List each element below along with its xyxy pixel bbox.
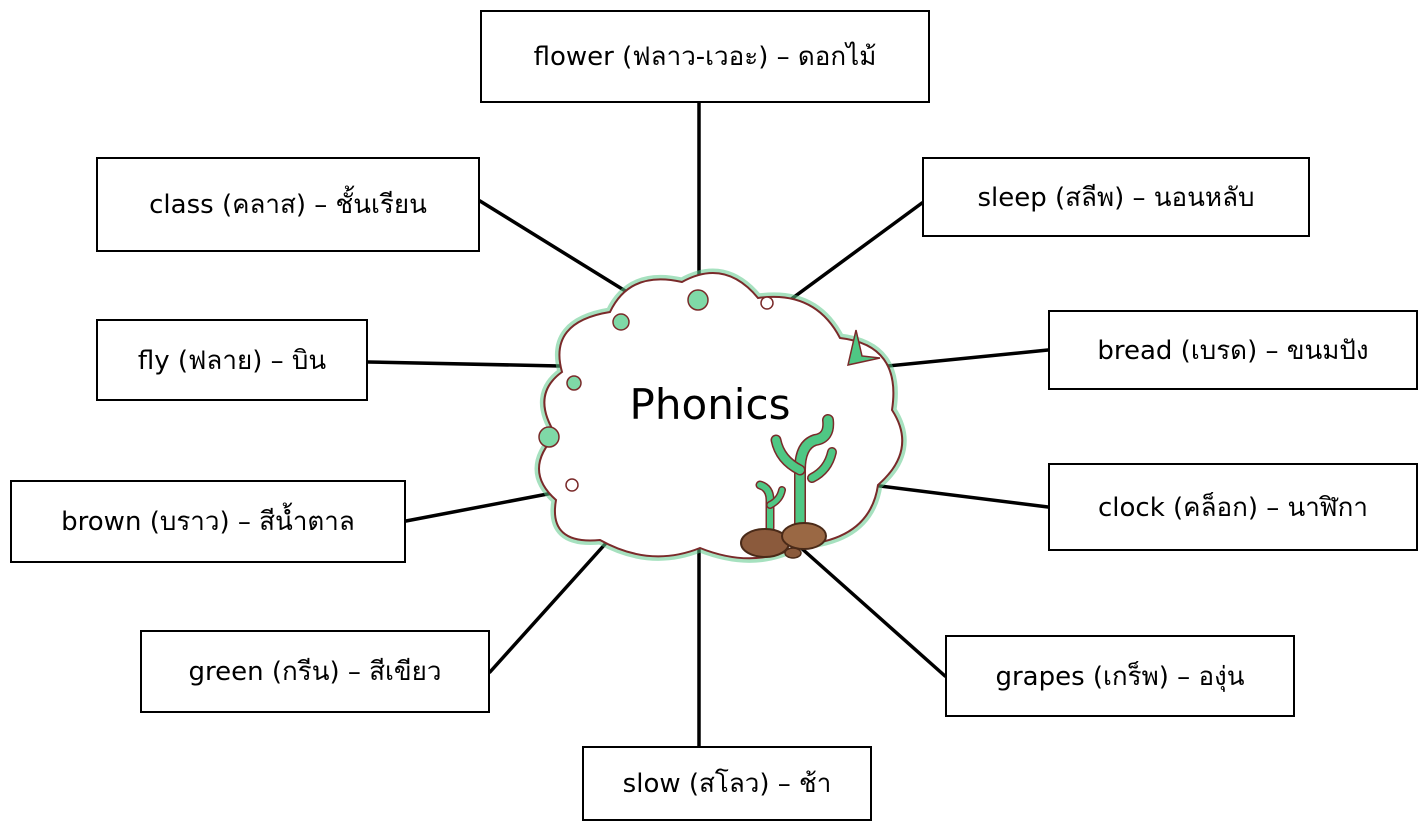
rock [784,547,802,559]
rock [781,522,827,550]
bubble [687,289,709,311]
connector-grapes [798,545,947,678]
vocab-box-fly: fly (ฟลาย) – บิน [96,319,368,401]
vocab-box-brown: brown (บราว) – สีน้ำตาล [10,480,406,563]
vocab-box-sleep: sleep (สลีพ) – นอนหลับ [922,157,1310,237]
bubble [538,426,560,448]
vocab-box-clock: clock (คล็อก) – นาฬิกา [1048,463,1418,551]
connector-fly [366,360,562,368]
center-topic-label: Phonics [629,380,791,429]
bubble [566,375,582,391]
connector-brown [404,490,560,523]
vocab-box-green: green (กรีน) – สีเขียว [140,630,490,713]
vocab-box-slow: slow (สโลว) – ช้า [582,746,872,821]
vocab-box-grapes: grapes (เกร็พ) – องุ่น [945,635,1295,717]
connector-green [488,520,627,674]
connector-class [478,199,650,307]
grass-tuft [847,329,881,366]
vocab-box-class: class (คลาส) – ชั้นเรียน [96,157,480,252]
phonics-cloud [534,268,907,563]
vocab-box-flower: flower (ฟลาว-เวอะ) – ดอกไม้ [480,10,930,103]
cactus-plant [755,414,837,536]
vocab-box-bread: bread (เบรด) – ขนมปัง [1048,310,1418,390]
bubble [612,313,630,331]
bubble [565,478,579,492]
bubble [760,296,774,310]
